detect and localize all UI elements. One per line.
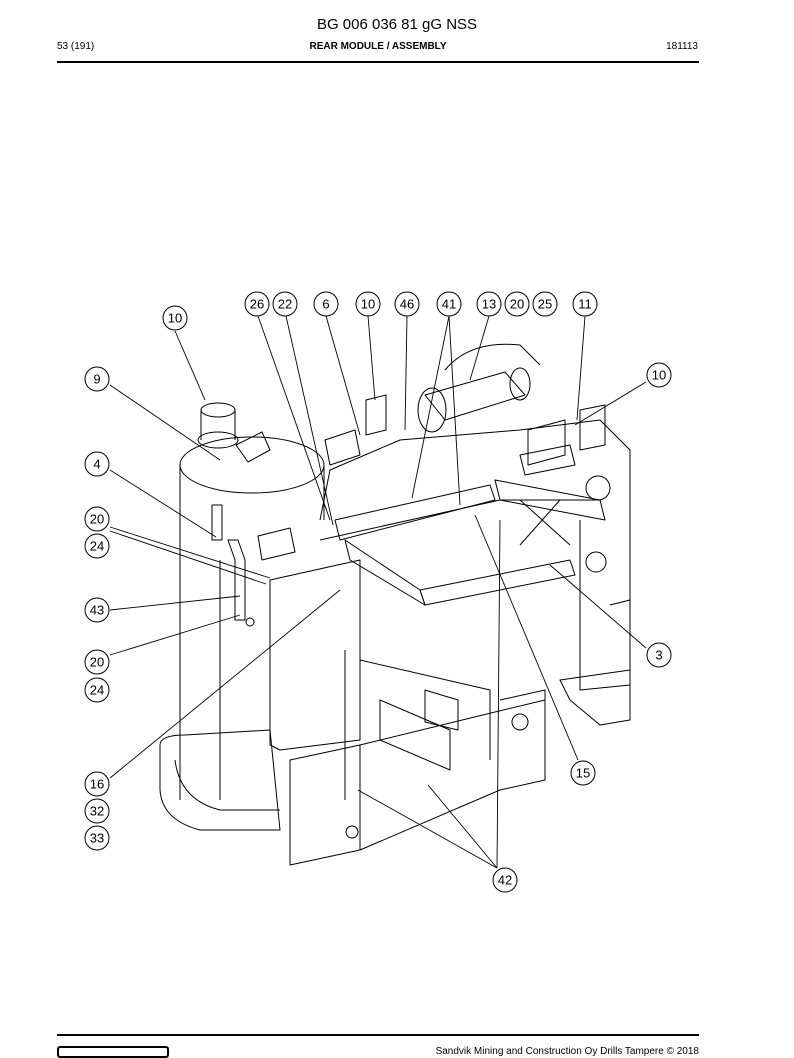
callout-10: 10: [355, 291, 381, 317]
callouts: 26 22 6 10 46 41 13 20 25 11 10 10 9 4 2…: [84, 291, 672, 893]
callout-24: 24: [84, 677, 110, 703]
svg-text:25: 25: [538, 297, 552, 312]
svg-text:33: 33: [90, 831, 104, 846]
svg-text:11: 11: [578, 297, 592, 312]
callout-9: 9: [84, 366, 110, 392]
callout-15: 15: [570, 760, 596, 786]
callout-24: 24: [84, 533, 110, 559]
svg-text:9: 9: [93, 372, 100, 387]
callout-46: 46: [394, 291, 420, 317]
callout-4: 4: [84, 451, 110, 477]
svg-text:24: 24: [90, 539, 104, 554]
svg-text:20: 20: [90, 655, 104, 670]
svg-text:20: 20: [510, 297, 524, 312]
document-title: BG 006 036 81 gG NSS: [316, 16, 478, 33]
document-code: 181113: [666, 41, 698, 52]
svg-text:26: 26: [250, 297, 264, 312]
callout-13: 13: [476, 291, 502, 317]
svg-text:13: 13: [482, 297, 496, 312]
callout-42: 42: [492, 867, 518, 893]
header-rule: [57, 61, 699, 63]
svg-text:10: 10: [361, 297, 375, 312]
svg-text:46: 46: [400, 297, 414, 312]
svg-text:22: 22: [278, 297, 292, 312]
svg-text:41: 41: [442, 297, 456, 312]
sandvik-logo: [57, 1046, 169, 1058]
callout-33: 33: [84, 825, 110, 851]
section-title: REAR MODULE / ASSEMBLY: [309, 41, 447, 52]
svg-text:24: 24: [90, 683, 104, 698]
callout-3: 3: [646, 642, 672, 668]
svg-text:10: 10: [652, 368, 666, 383]
svg-text:42: 42: [498, 873, 512, 888]
svg-text:3: 3: [655, 648, 662, 663]
callout-32: 32: [84, 798, 110, 824]
svg-text:20: 20: [90, 512, 104, 527]
svg-text:6: 6: [322, 297, 329, 312]
callout-26: 26: [244, 291, 270, 317]
callout-16: 16: [84, 771, 110, 797]
footer-rule: [57, 1034, 699, 1036]
machine-outline: [159, 343, 631, 866]
svg-text:16: 16: [90, 777, 104, 792]
svg-text:10: 10: [168, 311, 182, 326]
callout-10: 10: [646, 362, 672, 388]
svg-text:32: 32: [90, 804, 104, 819]
callout-20: 20: [504, 291, 530, 317]
callout-25: 25: [532, 291, 558, 317]
footer-copyright: Sandvik Mining and Construction Oy Drill…: [435, 1046, 699, 1057]
callout-20: 20: [84, 506, 110, 532]
callout-11: 11: [572, 291, 598, 317]
callout-41: 41: [436, 291, 462, 317]
page-number: 53 (191): [57, 41, 95, 52]
callout-43: 43: [84, 597, 110, 623]
callout-20: 20: [84, 649, 110, 675]
callout-6: 6: [313, 291, 339, 317]
svg-text:43: 43: [90, 603, 104, 618]
callout-10: 10: [162, 305, 188, 331]
svg-text:4: 4: [93, 457, 100, 472]
svg-text:15: 15: [576, 766, 590, 781]
callout-22: 22: [272, 291, 298, 317]
leader-lines: [109, 315, 647, 869]
